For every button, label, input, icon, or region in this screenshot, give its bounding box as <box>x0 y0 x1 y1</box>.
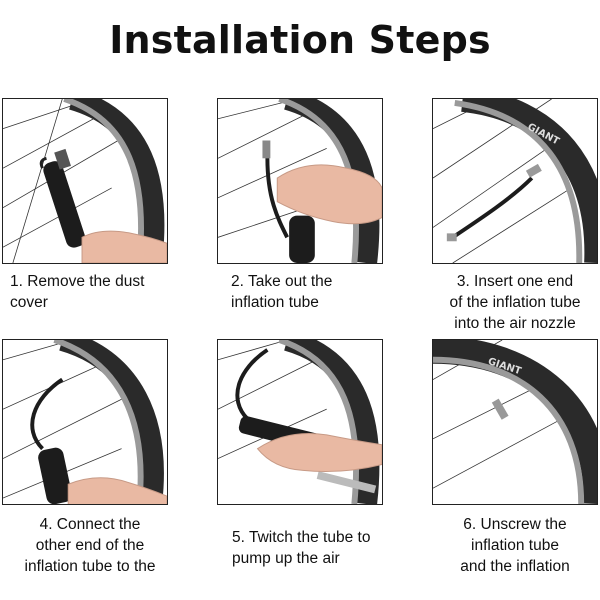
step-3-photo: GIANT <box>432 98 598 264</box>
step-5-photo <box>217 339 383 505</box>
step-4-caption: 4. Connect the other end of the inflatio… <box>24 516 156 575</box>
step-2-illustration <box>218 99 382 263</box>
page-title: Installation Steps <box>109 18 491 62</box>
step-5-caption: 5. Twitch the tube to pump up the air <box>232 529 371 567</box>
step-6-photo: GIANT <box>432 339 598 505</box>
step-6-caption: 6. Unscrew the inflation tube and the in… <box>460 516 570 575</box>
step-1-photo <box>2 98 168 264</box>
step-5-illustration <box>218 340 382 504</box>
step-1-illustration <box>3 99 167 263</box>
step-2-caption: 2. Take out the inflation tube <box>231 273 333 311</box>
step-3-illustration: GIANT <box>433 99 597 263</box>
step-4-illustration <box>3 340 167 504</box>
step-4-photo <box>2 339 168 505</box>
step-2-photo <box>217 98 383 264</box>
step-6-illustration: GIANT <box>433 340 597 504</box>
step-3-caption: 3. Insert one end of the inflation tube … <box>449 273 581 332</box>
step-1-caption: 1. Remove the dust cover <box>10 273 145 311</box>
